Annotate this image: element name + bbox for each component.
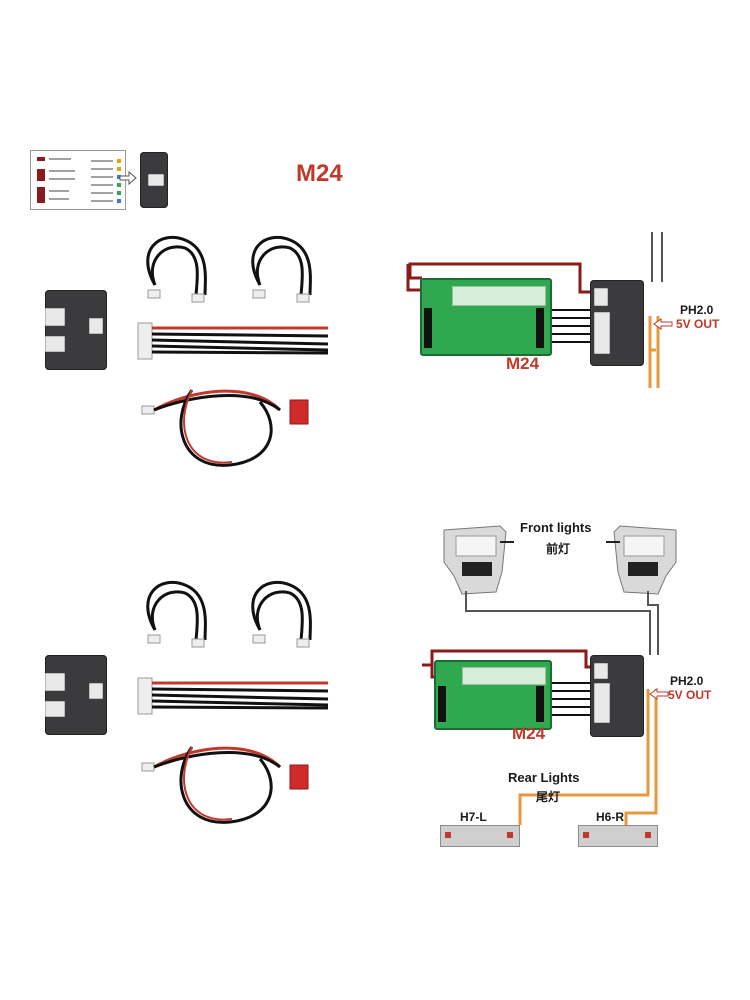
rear-lights-label: Rear Lights — [508, 770, 580, 785]
light-module — [45, 655, 107, 735]
cable-set-graphic — [137, 235, 329, 467]
led-icon — [507, 832, 513, 838]
tail-right-label: H6-R — [596, 810, 625, 824]
light-module-top — [590, 280, 644, 366]
connector-label-top: PH2.0 — [680, 303, 714, 317]
pin-header — [424, 308, 432, 348]
m24-controller-board — [420, 278, 552, 356]
pinout-card-graphic — [37, 157, 121, 203]
pin-header — [536, 686, 544, 722]
board-chip — [452, 286, 546, 306]
front-lights-label: Front lights — [520, 520, 592, 535]
tail-light-left — [440, 825, 520, 847]
module-port — [594, 663, 608, 679]
title-top: M24 — [296, 160, 343, 187]
led-icon — [645, 832, 651, 838]
output-label-bottom: 5V OUT — [668, 688, 712, 702]
pin-header — [438, 686, 446, 722]
output-label-top: 5V OUT — [676, 317, 720, 331]
arrow-left-icon — [649, 688, 669, 700]
wiring-top-graphic — [406, 232, 663, 388]
tail-light-right — [578, 825, 658, 847]
module-port — [89, 683, 103, 699]
led-icon — [445, 832, 451, 838]
pin-header — [536, 308, 544, 348]
module-port — [594, 312, 610, 354]
board-label-bottom: M24 — [512, 724, 546, 743]
pinout-label-card — [30, 150, 126, 210]
light-module-small — [140, 152, 168, 208]
module-port — [45, 336, 65, 352]
module-port — [594, 288, 608, 306]
module-port — [45, 701, 65, 717]
headlight-right-icon — [606, 525, 677, 595]
board-chip — [462, 667, 546, 685]
tail-left-label: H7-L — [460, 810, 487, 824]
light-module — [45, 290, 107, 370]
front-lights-label-cn: 前灯 — [546, 542, 571, 556]
arrow-left-icon — [653, 318, 673, 330]
module-port — [45, 308, 65, 326]
module-port — [594, 683, 610, 723]
led-icon — [583, 832, 589, 838]
module-port — [148, 174, 164, 186]
cable-set-graphic — [137, 580, 329, 824]
connector-label-bottom: PH2.0 — [670, 674, 704, 688]
m24-controller-board — [434, 660, 552, 730]
light-module-bottom — [590, 655, 644, 737]
wiring-bottom-graphic — [422, 591, 659, 825]
module-port — [89, 318, 103, 334]
module-port — [45, 673, 65, 691]
arrow-right-icon — [119, 170, 137, 186]
headlight-left-icon — [443, 525, 514, 595]
rear-lights-label-cn: 尾灯 — [536, 790, 561, 804]
board-label-top: M24 — [506, 354, 540, 373]
